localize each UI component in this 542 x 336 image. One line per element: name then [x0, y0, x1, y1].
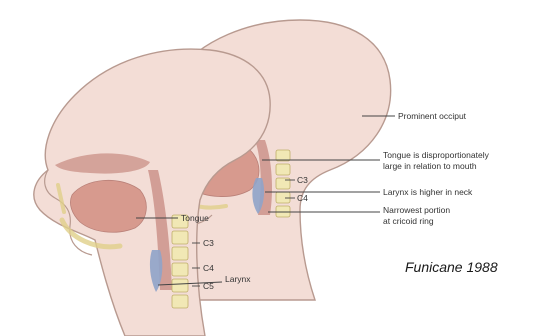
label-adult-c3: C3 — [203, 238, 214, 248]
label-tongue-disproportionate-1: Tongue is disproportionately — [383, 150, 490, 160]
label-tongue-disproportionate-2: large in relation to mouth — [383, 161, 477, 171]
label-prominent-occiput: Prominent occiput — [398, 111, 467, 121]
label-adult-c4: C4 — [203, 263, 214, 273]
label-narrowest-2: at cricoid ring — [383, 216, 434, 226]
label-infant-c3: C3 — [297, 175, 308, 185]
label-larynx: Larynx — [225, 274, 251, 284]
label-larynx-higher: Larynx is higher in neck — [383, 187, 473, 197]
label-adult-c5: C5 — [203, 281, 214, 291]
citation-text: Funicane 1988 — [405, 259, 498, 275]
label-tongue: Tongue — [181, 213, 209, 223]
label-narrowest-1: Narrowest portion — [383, 205, 450, 215]
label-infant-c4: C4 — [297, 193, 308, 203]
